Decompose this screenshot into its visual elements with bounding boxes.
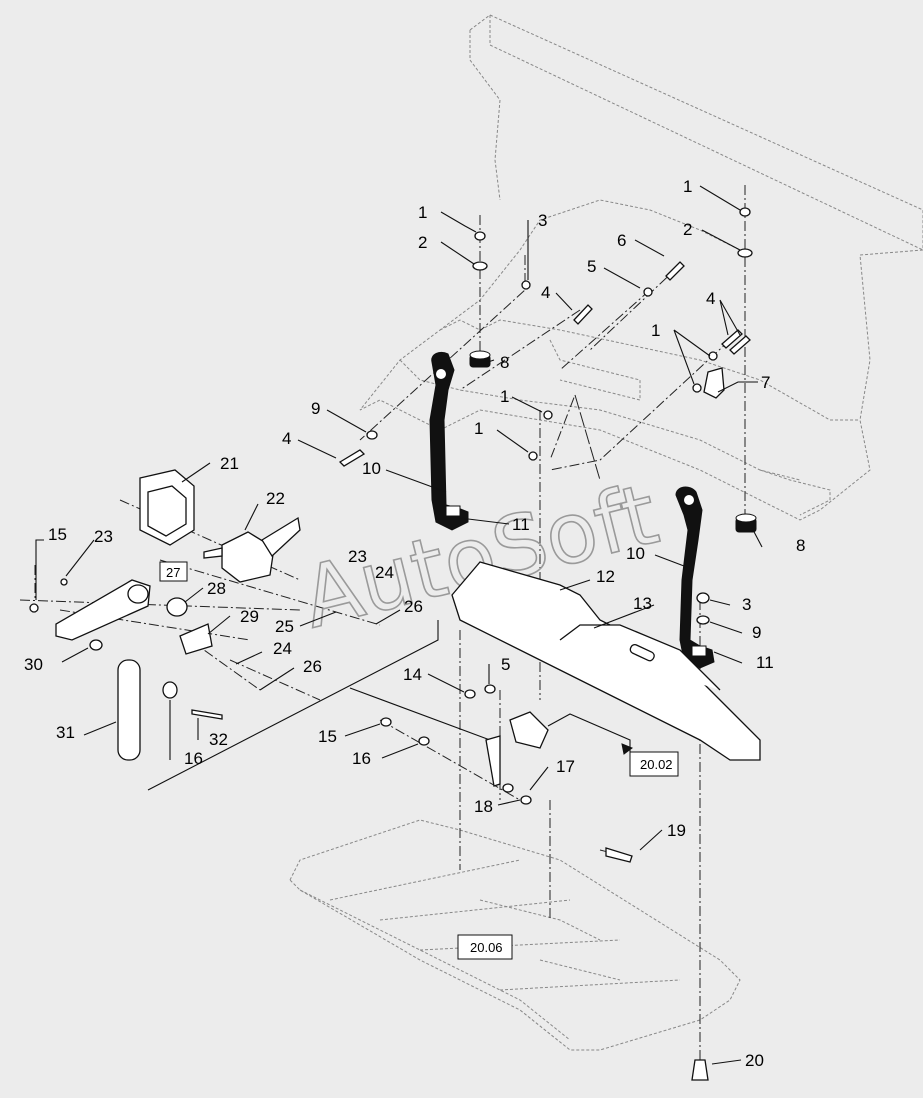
ref-box-20-02: 20.02 [629, 751, 679, 777]
callout-1: 1 [500, 387, 509, 406]
callout-25: 25 [275, 617, 294, 636]
callout-28: 28 [207, 579, 226, 598]
callout-16: 16 [352, 749, 371, 768]
floor-plate-outline [289, 819, 741, 1051]
callout-18: 18 [474, 797, 493, 816]
callout-4: 4 [282, 429, 291, 448]
ref-box-27: 27 [159, 561, 188, 582]
callout-20: 20 [745, 1051, 764, 1070]
rubber-mount-8-left [469, 350, 491, 368]
callout-19: 19 [667, 821, 686, 840]
callout-22: 22 [266, 489, 285, 508]
small-hardware [338, 207, 753, 625]
motor-22 [203, 516, 301, 583]
callout-15: 15 [48, 525, 67, 544]
rubber-mount-8-right [735, 513, 757, 533]
leader-lines [35, 185, 763, 1065]
callout-8: 8 [796, 536, 805, 555]
callout-24: 24 [273, 639, 292, 658]
callout-13: 13 [633, 594, 652, 613]
callout-5: 5 [587, 257, 596, 276]
callout-10: 10 [362, 459, 381, 478]
callout-2: 2 [418, 233, 427, 252]
callout-23: 23 [348, 547, 367, 566]
lever-arm-linkage [29, 578, 223, 761]
callout-11: 11 [756, 653, 774, 672]
callout-5: 5 [501, 655, 510, 674]
support-strap-right [675, 486, 715, 669]
cab-body-outline [359, 14, 923, 521]
callout-1: 1 [651, 321, 660, 340]
callout-9: 9 [311, 399, 320, 418]
solenoid-21 [139, 469, 195, 546]
ref-box-27-label: 27 [166, 565, 180, 580]
callout-29: 29 [240, 607, 259, 626]
callout-17: 17 [556, 757, 575, 776]
ref-arrow-20-02 [621, 743, 634, 755]
callout-2: 2 [683, 220, 692, 239]
callout-12: 12 [596, 567, 615, 586]
callout-16: 16 [184, 749, 203, 768]
support-strap-left [429, 351, 469, 531]
callout-1: 1 [683, 177, 692, 196]
callout-15: 15 [318, 727, 337, 746]
callout-4: 4 [706, 289, 715, 308]
ref-box-20-06: 20.06 [457, 934, 513, 960]
callout-9: 9 [752, 623, 761, 642]
callout-23: 23 [94, 527, 113, 546]
callout-3: 3 [742, 595, 751, 614]
callout-1: 1 [418, 203, 427, 222]
callout-8: 8 [500, 353, 509, 372]
callout-32: 32 [209, 730, 228, 749]
callout-21: 21 [220, 454, 239, 473]
callout-26: 26 [404, 597, 423, 616]
callout-6: 6 [617, 231, 626, 250]
callout-3: 3 [538, 211, 547, 230]
callout-26: 26 [303, 657, 322, 676]
switch-assembly-14-18 [380, 684, 709, 1081]
ref-box-20-02-label: 20.02 [640, 757, 673, 772]
callout-7: 7 [761, 373, 770, 392]
callout-4: 4 [541, 283, 550, 302]
callout-10: 10 [626, 544, 645, 563]
callout-24: 24 [375, 563, 394, 582]
section-divider-line [147, 620, 439, 791]
callout-31: 31 [56, 723, 75, 742]
callout-14: 14 [403, 665, 422, 684]
callout-1: 1 [474, 419, 483, 438]
callout-30: 30 [24, 655, 43, 674]
callout-labels: 1 2 3 4 6 5 1 2 4 1 7 8 1 1 9 4 10 11 21… [24, 177, 805, 1070]
callout-11: 11 [512, 515, 530, 534]
assembly-axes [19, 185, 746, 1060]
ref-box-20-06-label: 20.06 [470, 940, 503, 955]
section-divider-line-2 [349, 687, 491, 741]
